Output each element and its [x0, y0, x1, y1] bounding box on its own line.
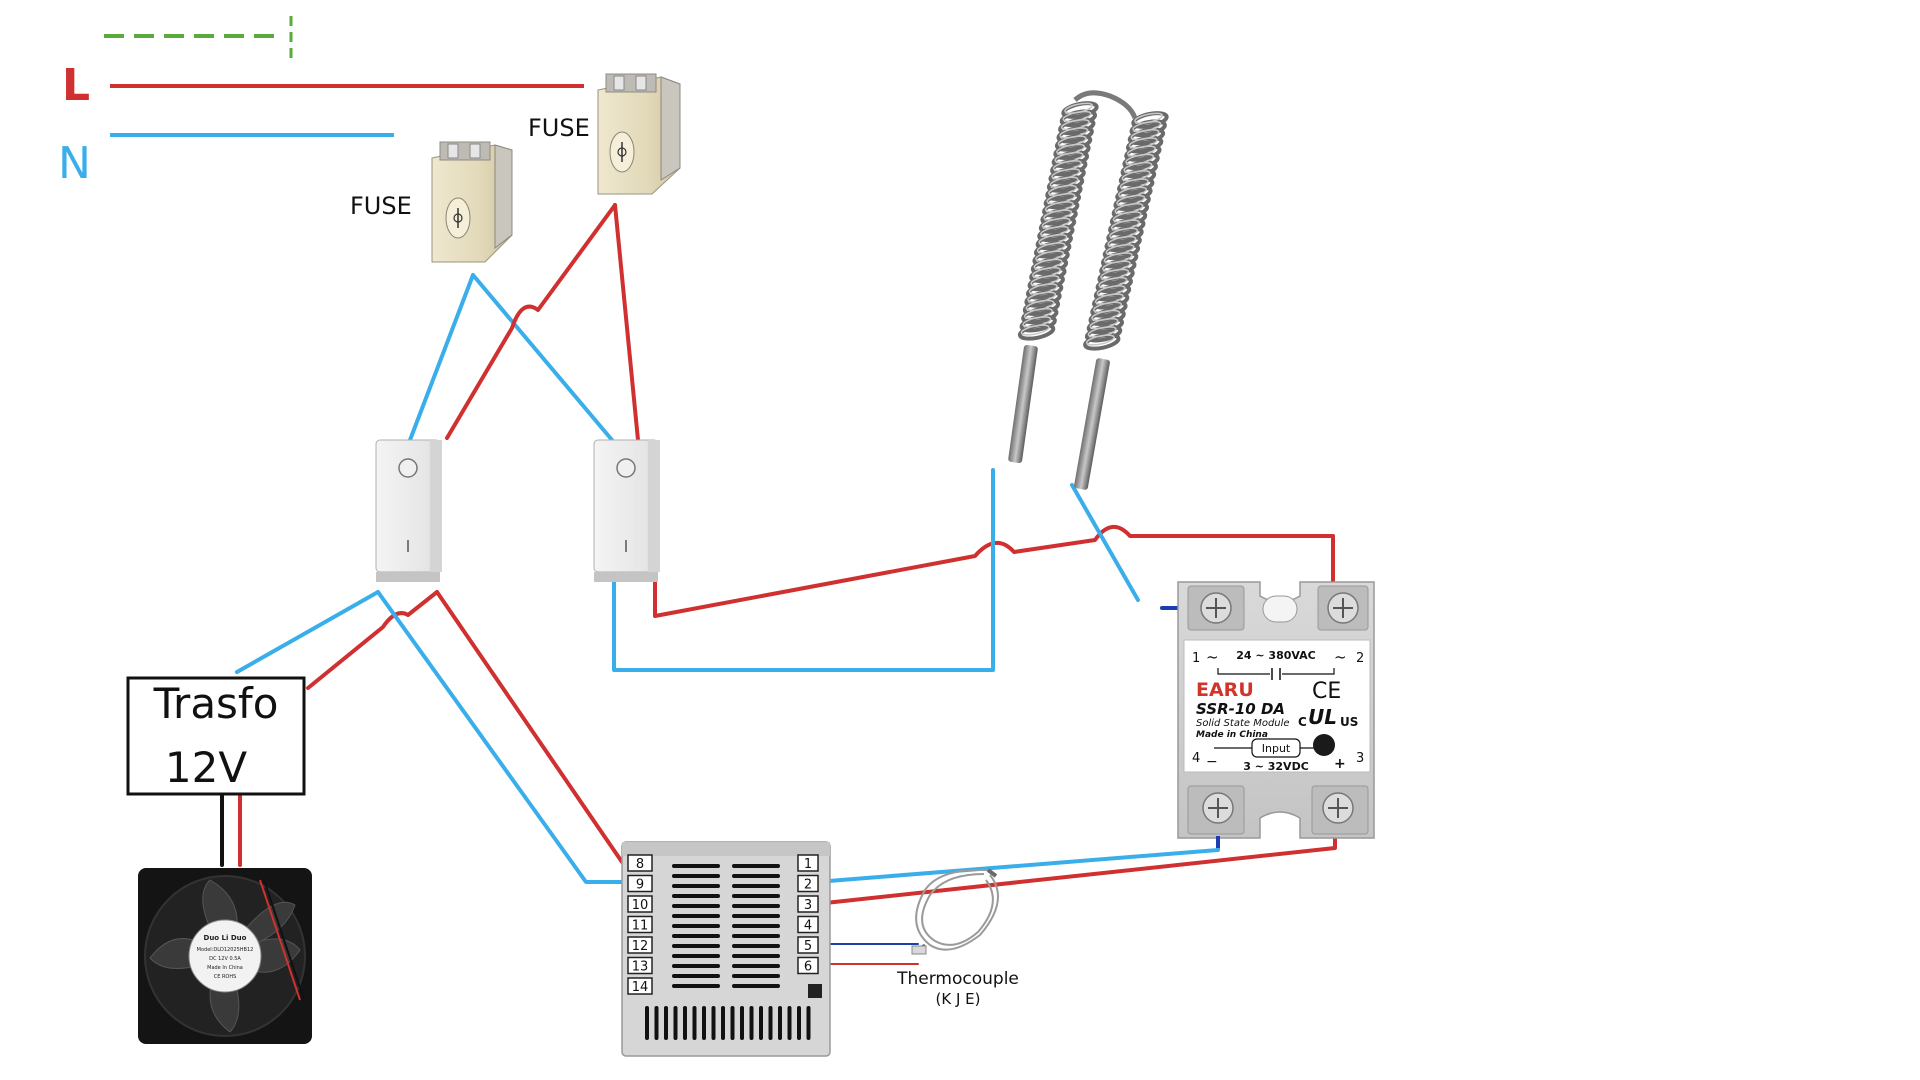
ssr-ul-mark: UL [1308, 705, 1337, 729]
controller-terminal-9: 9 [627, 874, 653, 893]
ssr-minus: − [1206, 754, 1218, 770]
controller-terminal-label: 11 [632, 919, 649, 934]
ssr-dc-range: 3 ~ 32VDC [1243, 760, 1309, 773]
controller-terminal-13: 13 [627, 956, 653, 975]
trafo-box: Trasfo 12V [126, 676, 306, 796]
controller-terminal-label: 12 [632, 939, 649, 954]
solid-state-relay: 1 ~ 24 ~ 380VAC ~ 2 EARU CE SSR-10 DA So… [1177, 581, 1375, 848]
ssr-pin4: 4 [1192, 751, 1200, 766]
controller-terminal-10: 10 [627, 895, 653, 913]
ssr-tilde-right: ~ [1334, 648, 1347, 666]
neutral-wire-fuse-left-switch [408, 273, 475, 442]
controller-terminal-label: 13 [632, 960, 649, 975]
controller-terminal-11: 11 [627, 915, 653, 934]
trafo-label-line1: Trasfo [153, 679, 279, 728]
switch-right-button-icon [616, 458, 636, 478]
controller-terminal-label: 4 [804, 919, 812, 934]
line-label: L [62, 60, 90, 111]
controller-terminal-label: 6 [804, 960, 812, 975]
controller-terminal-label: 2 [804, 878, 812, 893]
neutral-wire-switch-trafo [235, 590, 380, 674]
controller-terminal-label: 1 [804, 857, 812, 872]
ssr-ac-range: 24 ~ 380VAC [1236, 649, 1316, 662]
heater-wire-to-ssr [1070, 483, 1140, 602]
ssr-us-mark: US [1340, 715, 1358, 729]
controller-terminal-6: 6 [797, 956, 819, 975]
thermocouple-label: Thermocouple [896, 969, 1019, 989]
line-wire-switch-trafo [306, 590, 439, 690]
fuse-left [431, 141, 513, 263]
ssr-made-in: Made in China [1196, 730, 1268, 740]
controller-terminal-label: 8 [636, 857, 644, 872]
controller-terminal-label: 10 [632, 898, 649, 913]
neutral-wire-fuse-right-switch [471, 273, 614, 442]
fan-origin: Made In China [207, 965, 243, 971]
controller-bottom-vents [645, 1006, 811, 1040]
ssr-pin3: 3 [1356, 751, 1364, 766]
switch-left[interactable] [375, 439, 442, 582]
ssr-input-label: Input [1262, 742, 1291, 755]
thermocouple-icon [911, 868, 999, 955]
controller-terminal-label: 9 [636, 878, 644, 893]
controller-terminal-2: 2 [797, 874, 819, 893]
neutral-wire-switch-heater [612, 468, 995, 672]
ssr-pin1: 1 [1192, 651, 1200, 666]
ssr-subtitle: Solid State Module [1196, 718, 1290, 729]
controller-terminal-label: 3 [804, 898, 812, 913]
trafo-label-line2: 12V [165, 743, 247, 792]
ssr-model: SSR-10 DA [1196, 700, 1285, 718]
thermocouple-types: (K J E) [936, 990, 981, 1008]
heater-element-icon [1008, 90, 1169, 490]
controller-terminal-12: 12 [627, 936, 653, 954]
fuse-right-label: FUSE [528, 114, 590, 142]
ssr-indicator-led-icon [1313, 734, 1335, 756]
controller-terminal-3: 3 [797, 895, 819, 913]
controller-terminals-left: 8 9 10 11 12 13 14 [627, 854, 653, 995]
fan-brand: Duo Li Duo [204, 934, 247, 942]
controller-terminal-5: 5 [797, 936, 819, 954]
ssr-pin2: 2 [1356, 651, 1364, 666]
ssr-ce-mark: CE [1312, 679, 1341, 704]
fan-rating: DC 12V 0.5A [209, 956, 241, 962]
line-wire-fuse-right-switch [613, 203, 640, 442]
controller-terminal-8: 8 [627, 854, 653, 872]
legend: L N [58, 16, 584, 189]
ssr-input-negative-wire [814, 834, 1220, 884]
fan-icon: Duo Li Duo Model:DLD12025HB12 DC 12V 0.5… [138, 868, 312, 1044]
line-wire-switch-ssr [653, 525, 1335, 618]
ssr-tilde-left: ~ [1206, 648, 1219, 666]
neutral-wire-switch-controller [376, 590, 630, 884]
fuse-right [597, 73, 681, 195]
controller-terminals-right: 1 2 3 4 5 6 [797, 854, 819, 975]
ssr-input-positive-wire [814, 834, 1337, 906]
controller-terminal-label: 14 [632, 980, 649, 995]
controller-vents [672, 864, 780, 988]
line-wire-switch-controller [435, 590, 630, 864]
controller-terminal-1: 1 [797, 854, 819, 872]
neutral-label: N [58, 138, 91, 189]
ssr-brand: EARU [1196, 679, 1254, 701]
controller-terminal-label: 5 [804, 939, 812, 954]
line-wire-fuse-left-switch [445, 203, 617, 440]
fan-code: CE ROHS [214, 974, 237, 980]
fan-model: Model:DLD12025HB12 [197, 947, 254, 953]
controller-terminal-4: 4 [797, 915, 819, 934]
switch-right[interactable] [593, 439, 660, 582]
switch-left-button-icon [398, 458, 418, 478]
ssr-plus: + [1334, 756, 1346, 772]
ssr-c-mark: C [1298, 715, 1307, 729]
fuse-left-label: FUSE [350, 192, 412, 220]
controller-terminal-14: 14 [627, 977, 653, 995]
